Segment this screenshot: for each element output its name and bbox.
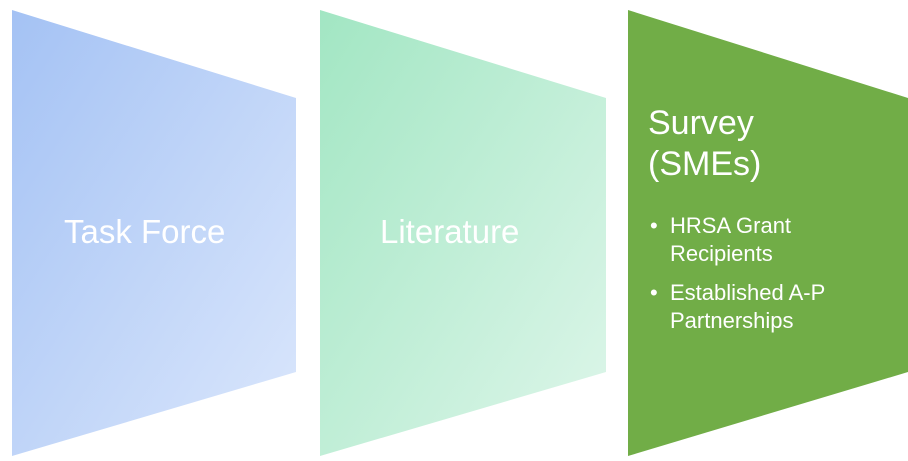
step-literature-label: Literature — [380, 213, 520, 250]
step-task-force-label: Task Force — [64, 213, 226, 250]
step-literature-shape — [320, 10, 606, 456]
bullet-hrsa-grant-recipients: HRSA Grant Recipients — [648, 212, 860, 267]
step-survey-label: Survey (SMEs) — [648, 104, 762, 183]
step-task-force-shape — [12, 10, 296, 456]
bullet-established-partnerships: Established A-P Partnerships — [648, 279, 860, 334]
survey-bullet-list: HRSA Grant Recipients Established A-P Pa… — [648, 212, 860, 346]
